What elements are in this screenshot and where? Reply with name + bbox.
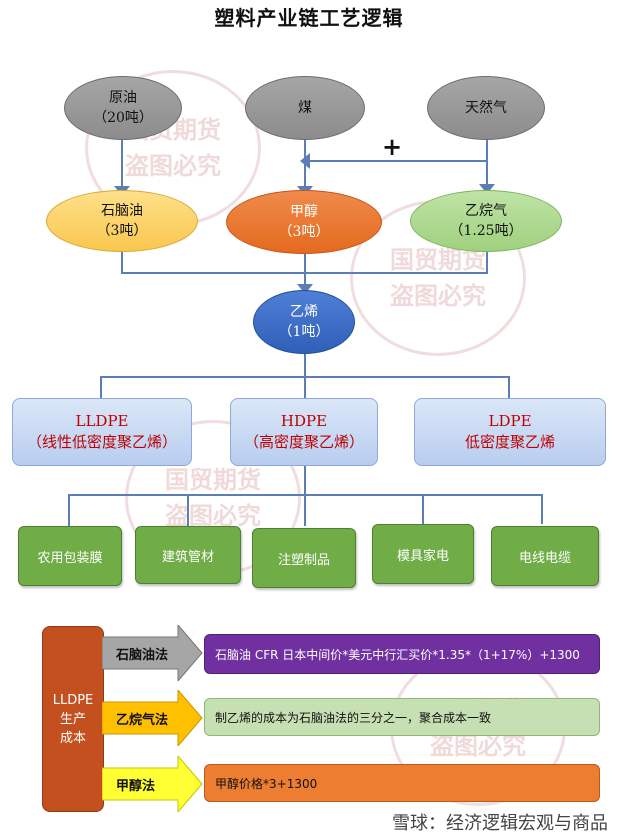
formula-naphtha: 石脑油 CFR 日本中间价*美元中行汇买价*1.35*（1+17%）+1300 — [204, 634, 600, 674]
connector — [508, 376, 510, 398]
arrow-head-icon — [300, 153, 310, 169]
cost-label: LLDPE 生产 成本 — [42, 626, 104, 812]
connector — [68, 494, 70, 526]
connector — [304, 465, 306, 495]
application-box: 农用包装膜 — [18, 526, 122, 586]
intermediate-methanol: 甲醇 （3吨） — [226, 190, 382, 254]
connector — [486, 133, 488, 191]
method-arrow-ethane: 乙烷气法 — [102, 690, 204, 746]
connector — [187, 494, 189, 526]
formula-ethane: 制乙烯的成本为石脑油法的三分之一，聚合成本一致 — [204, 698, 600, 736]
application-box: 模具家电 — [372, 524, 474, 584]
ethylene-node: 乙烯 （1吨） — [253, 290, 355, 354]
application-box: 注塑制品 — [252, 528, 356, 588]
connector — [100, 376, 510, 378]
pe-type-hdpe: HDPE （高密度聚乙烯） — [230, 398, 378, 466]
connector — [121, 248, 123, 273]
connector — [486, 248, 488, 273]
source-crude-oil: 原油 （20吨） — [64, 76, 182, 140]
connector — [304, 250, 306, 290]
connector — [304, 494, 306, 526]
method-arrow-naphtha: 石脑油法 — [102, 625, 204, 681]
connector — [541, 494, 543, 524]
connector — [121, 133, 123, 193]
application-box: 建筑管材 — [135, 526, 241, 584]
watermark-stamp: 国贸期货盗图必究 — [350, 200, 526, 356]
formula-methanol: 甲醇价格*3+1300 — [204, 764, 600, 802]
source-natural-gas: 天然气 — [427, 76, 545, 140]
arrow-head-icon — [297, 284, 313, 294]
connector — [100, 376, 102, 398]
application-box: 电线电缆 — [491, 526, 599, 586]
footer-credit: 雪球：经济逻辑宏观与商品 — [392, 813, 608, 834]
connector — [121, 272, 488, 274]
intermediate-ethane: 乙烷气 （1.25吨） — [410, 190, 562, 252]
connector — [304, 350, 306, 400]
intermediate-naphtha: 石脑油 （3吨） — [46, 190, 198, 252]
source-coal: 煤 — [245, 76, 365, 140]
connector — [422, 494, 424, 524]
connector — [305, 160, 487, 162]
pe-type-lldpe: LLDPE （线性低密度聚乙烯） — [12, 398, 192, 466]
pe-type-ldpe: LDPE 低密度聚乙烯 — [414, 398, 606, 466]
page-title: 塑料产业链工艺逻辑 — [214, 6, 404, 30]
plus-sign: + — [382, 132, 403, 161]
method-arrow-methanol: 甲醇法 — [102, 756, 204, 812]
arrow-head-icon — [479, 184, 495, 194]
